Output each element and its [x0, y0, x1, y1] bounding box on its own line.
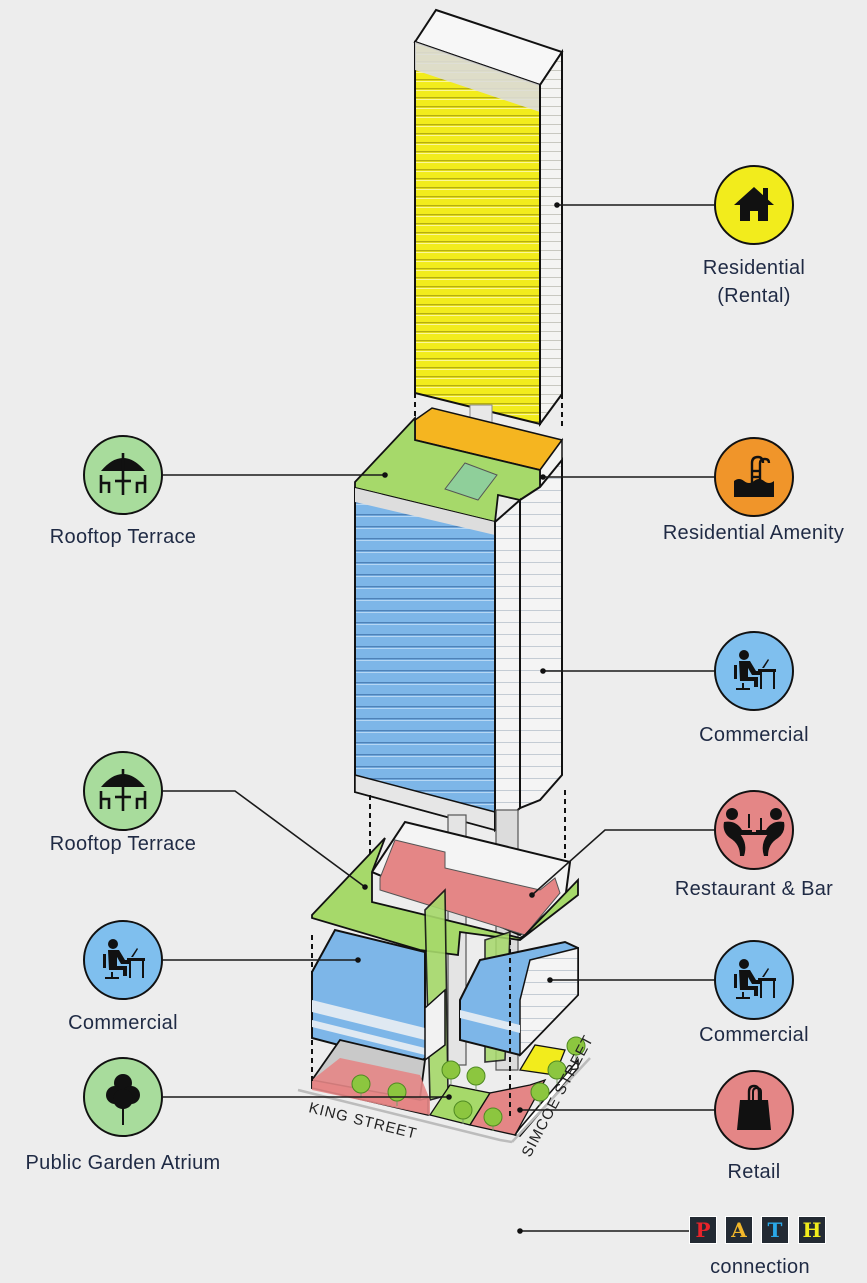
pool-ladder-icon: [750, 455, 771, 483]
tree: [351, 1074, 371, 1098]
label-restaurant-bar: Restaurant & Bar: [674, 878, 834, 900]
label-commercial-tower: Commercial: [699, 724, 809, 746]
label-commercial-podium-right: Commercial: [699, 1024, 809, 1046]
restaurant-bar-legend: [714, 790, 794, 870]
retail-legend: [714, 1070, 794, 1150]
path-connection-caption: connection: [710, 1256, 810, 1278]
public-garden-atrium-legend: [83, 1057, 163, 1137]
commercial-tower-legend: [714, 631, 794, 711]
king-street-curb: [297, 1088, 513, 1144]
path-letter-h: H: [798, 1216, 826, 1244]
label-retail: Retail: [727, 1161, 781, 1183]
label-rooftop-terrace-upper: Rooftop Terrace: [49, 526, 197, 548]
label-public-garden-atrium: Public Garden Atrium: [25, 1152, 221, 1174]
house-icon: [734, 187, 774, 221]
label-residential-line1: Residential: [702, 257, 806, 279]
residential-legend: [714, 165, 794, 245]
tree: [441, 1060, 461, 1084]
restaurant-level: [370, 820, 572, 937]
label-residential-line2: (Rental): [717, 285, 791, 307]
commercial-podium-left-legend: [83, 920, 163, 1000]
label-commercial-podium-left: Commercial: [68, 1012, 178, 1034]
path-letter-a: A: [725, 1216, 753, 1244]
podium-commercial-left: [311, 928, 446, 1067]
leader-restaurant: [531, 829, 714, 896]
office-worker-icon: [103, 939, 145, 979]
leader-dots: [355, 202, 560, 1234]
rooftop-terrace-lower-legend: [83, 751, 163, 831]
rooftop-terrace-upper-legend: [83, 435, 163, 515]
tree: [453, 1100, 473, 1124]
patio-umbrella-icon: [99, 453, 147, 495]
tree: [530, 1082, 550, 1106]
podium-commercial-right: [459, 940, 579, 1057]
residential-tower: [413, 8, 564, 430]
leader-lines: [163, 204, 714, 1232]
path-letter-p: P: [689, 1216, 717, 1244]
leader-rooftop-lower: [163, 790, 366, 888]
tree: [483, 1107, 503, 1131]
residential-amenity-legend: [714, 437, 794, 517]
commercial-tower: [354, 457, 566, 885]
tree: [547, 1060, 567, 1084]
tree: [566, 1036, 586, 1060]
label-rooftop-terrace-lower: Rooftop Terrace: [49, 833, 197, 855]
dining-couple-icon: [723, 808, 785, 856]
simcoe-street-curb: [511, 1057, 591, 1143]
tree: [466, 1066, 486, 1090]
label-residential-amenity: Residential Amenity: [662, 522, 845, 544]
street-trees: [351, 1036, 586, 1131]
path-letter-t: T: [761, 1216, 789, 1244]
residential-tower-side: [539, 48, 563, 428]
tree-icon: [106, 1074, 140, 1125]
commercial-podium-right-legend: [714, 940, 794, 1020]
office-worker-icon: [734, 650, 776, 690]
office-worker-icon: [734, 959, 776, 999]
shopping-bag-icon: [737, 1084, 771, 1130]
patio-umbrella-icon: [99, 769, 147, 811]
residential-tower-top-floor: [415, 42, 540, 112]
rooftop-skylight: [444, 462, 498, 501]
